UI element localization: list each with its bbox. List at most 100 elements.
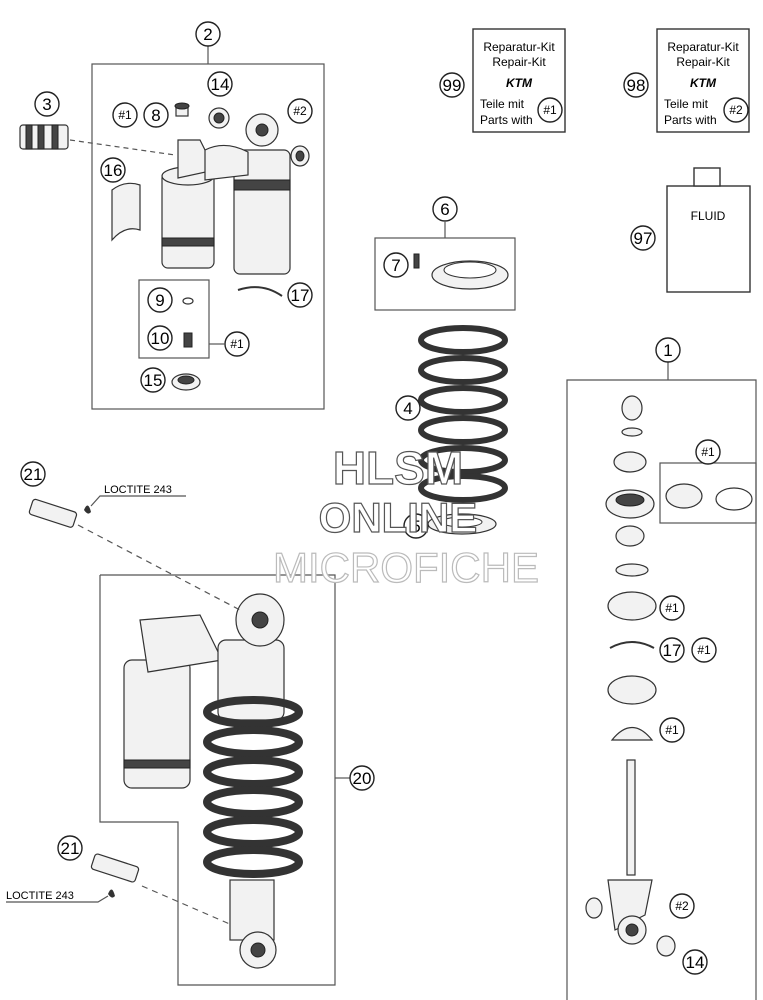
kit98-logo: KTM [690,76,717,90]
seal-14-top [208,107,230,129]
callout-1: 1 [655,337,681,363]
callout-2: 2 [195,21,221,47]
kit98-line3: Teile mit [664,97,709,111]
kit99-line4: Parts with [480,113,533,127]
ring-kit-parts [665,483,753,511]
loctite-drop-top [84,505,91,514]
svg-text:14: 14 [686,953,705,972]
svg-text:15: 15 [144,371,163,390]
ref-1-bump: #1 [659,717,685,743]
nut-6 [431,260,509,290]
callout-8: 8 [143,102,169,128]
svg-text:5: 5 [411,517,420,536]
callout-4: 4 [395,395,421,421]
svg-text:3: 3 [42,95,51,114]
callout-16: 16 [100,157,126,183]
callout-5: 5 [403,513,429,539]
ref-2-kit98: #2 [723,97,749,123]
damper-body-part [204,113,291,275]
callout-17-lower: 17 [659,637,685,663]
ref-1-valve: #1 [224,331,250,357]
damper-internals [585,395,676,957]
svg-text:9: 9 [155,291,164,310]
svg-text:16: 16 [104,161,123,180]
svg-text:17: 17 [291,286,310,305]
callout-7: 7 [383,252,409,278]
ref-1-piston: #1 [659,595,685,621]
callout-98: 98 [623,72,649,98]
loctite-label-bottom: LOCTITE 243 [6,890,74,902]
adjuster-part-3 [19,124,69,150]
callout-14-lower: 14 [682,949,708,975]
kit98-line2: Repair-Kit [676,55,730,69]
callout-97: 97 [630,225,656,251]
ref-2-top: #2 [287,98,313,124]
callout-14-top: 14 [207,71,233,97]
svg-text:#2: #2 [293,104,307,118]
circlip-17-top [237,286,283,297]
group-box-1 [566,379,757,1000]
watermark-line3: MICROFICHE [273,544,539,591]
kit99-line3: Teile mit [480,97,525,111]
svg-text:21: 21 [61,839,80,858]
svg-text:1: 1 [663,341,672,360]
kit99-logo: KTM [506,76,533,90]
ref-1-ringkit: #1 [695,439,721,465]
bleed-screw-8 [174,102,190,117]
svg-text:#1: #1 [665,601,679,615]
svg-text:14: 14 [211,75,230,94]
callout-21-top: 21 [20,461,46,487]
svg-text:#2: #2 [675,899,689,913]
ref-1-top: #1 [112,102,138,128]
svg-text:#2: #2 [729,103,743,117]
kit99-line2: Repair-Kit [492,55,546,69]
ref-2-lower: #2 [669,893,695,919]
watermark-line2: ONLINE [319,494,478,541]
fluid-bottle-97 [666,167,751,293]
loctite-label-top: LOCTITE 243 [104,484,172,496]
circlip-17-lower [609,641,655,649]
ref-1-kit99: #1 [537,97,563,123]
kit98-line4: Parts with [664,113,717,127]
svg-text:4: 4 [403,399,412,418]
callout-20: 20 [349,765,375,791]
label-sleeve-16 [111,182,141,242]
svg-text:#1: #1 [543,103,557,117]
callout-6: 6 [432,196,458,222]
bushing-2-top [290,145,310,167]
kit99-line1: Reparatur-Kit [483,40,555,54]
spring-4 [418,325,508,503]
watermark-line1: HLSM [333,442,463,494]
callout-17-top: 17 [287,282,313,308]
svg-text:#1: #1 [665,723,679,737]
kit98-line1: Reparatur-Kit [667,40,739,54]
callout-3: 3 [34,91,60,117]
svg-text:8: 8 [151,106,160,125]
loctite-drop-bottom [108,889,115,898]
svg-text:#1: #1 [701,445,715,459]
callout-15: 15 [140,367,166,393]
ref-1-circlip: #1 [691,637,717,663]
group-box-9-10 [138,279,210,359]
shock-absorber-20 [123,593,303,969]
svg-text:#1: #1 [118,108,132,122]
svg-text:6: 6 [440,200,449,219]
svg-text:99: 99 [443,76,462,95]
valve-10 [183,332,193,348]
fluid-label: FLUID [691,209,726,223]
svg-text:97: 97 [634,229,653,248]
callout-9: 9 [147,287,173,313]
bolt-21-bottom [90,853,140,883]
callout-10: 10 [147,325,173,351]
cap-15 [171,373,201,391]
group-box-20 [99,574,336,986]
svg-text:98: 98 [627,76,646,95]
screw-7 [413,253,420,269]
svg-text:10: 10 [151,329,170,348]
svg-text:2: 2 [203,25,212,44]
callout-99: 99 [439,72,465,98]
o-ring-9 [182,297,194,305]
svg-text:21: 21 [24,465,43,484]
svg-text:17: 17 [663,641,682,660]
